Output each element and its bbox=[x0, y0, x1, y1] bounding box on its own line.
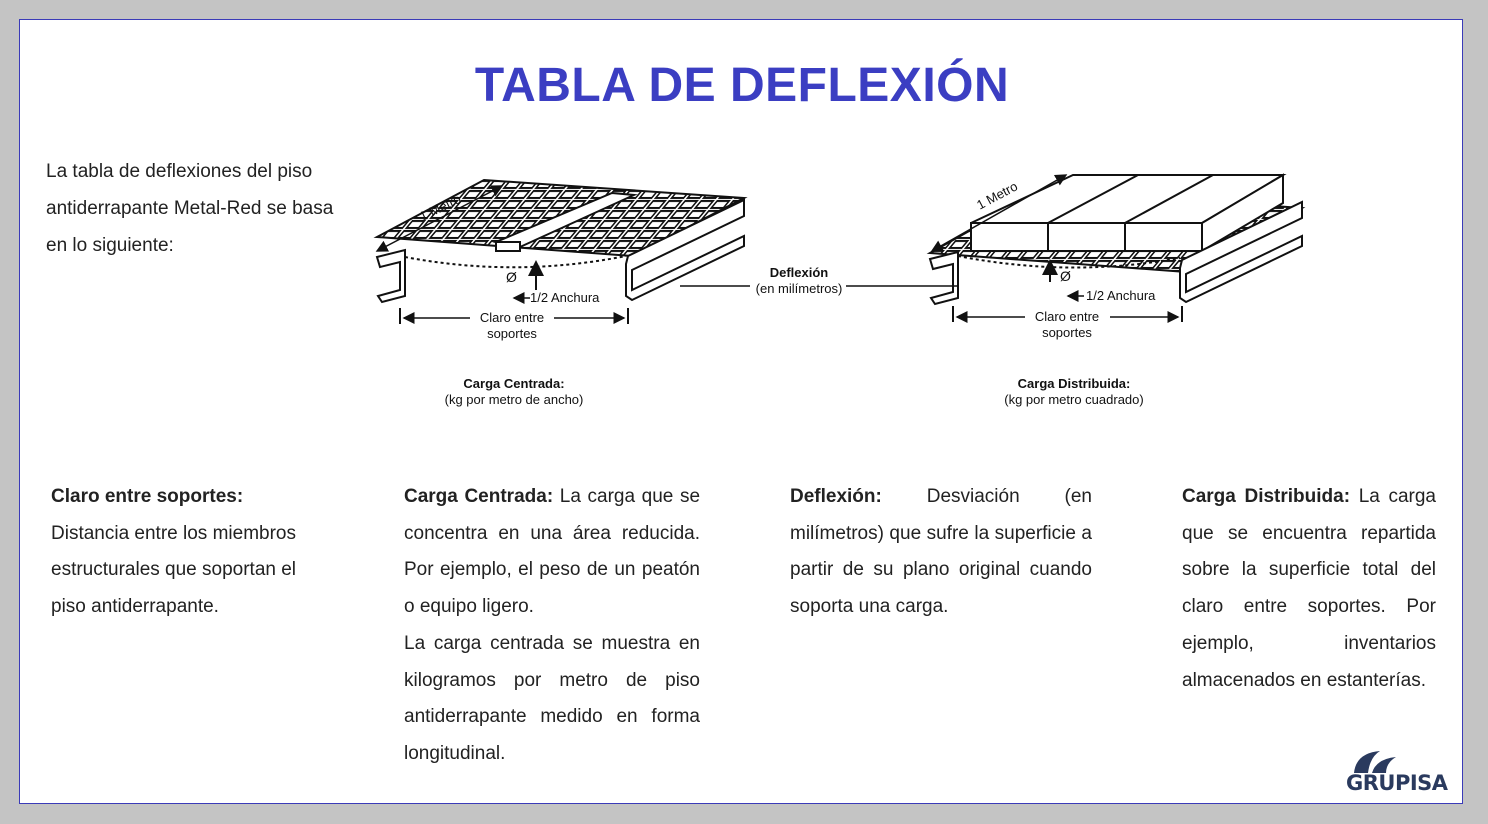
definition-term: Carga Centrada: bbox=[404, 486, 554, 507]
definition-term: Deflexión: bbox=[790, 486, 882, 507]
right-phi-symbol: Ø bbox=[1060, 268, 1071, 284]
definition-term: Carga Distribuida: bbox=[1182, 486, 1351, 507]
definition-text: La carga que se encuentra repartida sobr… bbox=[1182, 486, 1436, 691]
intro-text: La tabla de deflexiones del piso antider… bbox=[46, 161, 334, 256]
logo-text: GRUPISA bbox=[1346, 771, 1448, 795]
page-title: TABLA DE DEFLEXIÓN bbox=[474, 59, 1010, 112]
deflection-diagrams bbox=[373, 173, 1306, 324]
right-claro-line1: Claro entre bbox=[1034, 309, 1100, 324]
deflexion-sub: (en milímetros) bbox=[755, 281, 843, 296]
definition-term: Claro entre soportes: bbox=[51, 486, 244, 507]
left-caption-title: Carga Centrada: bbox=[463, 376, 565, 391]
left-caption-sub: (kg por metro de ancho) bbox=[444, 392, 584, 407]
definition-text: La carga que se concentra en una área re… bbox=[404, 486, 701, 618]
deflexion-title: Deflexión bbox=[769, 265, 829, 280]
left-claro-line1: Claro entre bbox=[479, 310, 545, 325]
left-half-width-label: 1/2 Anchura bbox=[530, 290, 600, 305]
right-claro-label: Claro entre soportes bbox=[1019, 309, 1115, 341]
grupisa-logo: GRUPISA bbox=[1346, 747, 1450, 795]
definition-deflexion: Deflexión: Desviación (en milímetros) qu… bbox=[790, 479, 1092, 626]
left-claro-label: Claro entre soportes bbox=[464, 310, 560, 342]
right-claro-line2: soportes bbox=[1042, 325, 1092, 340]
right-caption: Carga Distribuida: (kg por metro cuadrad… bbox=[974, 376, 1174, 408]
right-caption-sub: (kg por metro cuadrado) bbox=[1004, 392, 1144, 407]
definition-carga-centrada: Carga Centrada: La carga que se concentr… bbox=[404, 479, 700, 773]
deflexion-label: Deflexión (en milímetros) bbox=[736, 265, 862, 297]
definition-text: Distancia entre los miembros estructural… bbox=[51, 522, 297, 618]
left-phi-symbol: Ø bbox=[506, 269, 517, 285]
left-diagram bbox=[373, 178, 748, 324]
right-caption-title: Carga Distribuida: bbox=[1017, 376, 1131, 391]
right-half-width-label: 1/2 Anchura bbox=[1086, 288, 1156, 303]
definition-text: Desviación (en milímetros) que sufre la … bbox=[790, 486, 1092, 618]
definition-carga-distribuida: Carga Distribuida: La carga que se encue… bbox=[1182, 479, 1436, 699]
definition-claro: Claro entre soportes: Distancia entre lo… bbox=[51, 479, 329, 626]
right-diagram bbox=[926, 173, 1306, 323]
definition-extra: La carga centrada se muestra en kilogram… bbox=[404, 632, 700, 764]
page: TABLA DE DEFLEXIÓN La tabla de deflexion… bbox=[19, 19, 1463, 804]
left-claro-line2: soportes bbox=[487, 326, 537, 341]
logo-mark-icon bbox=[1354, 751, 1396, 773]
left-caption: Carga Centrada: (kg por metro de ancho) bbox=[414, 376, 614, 408]
